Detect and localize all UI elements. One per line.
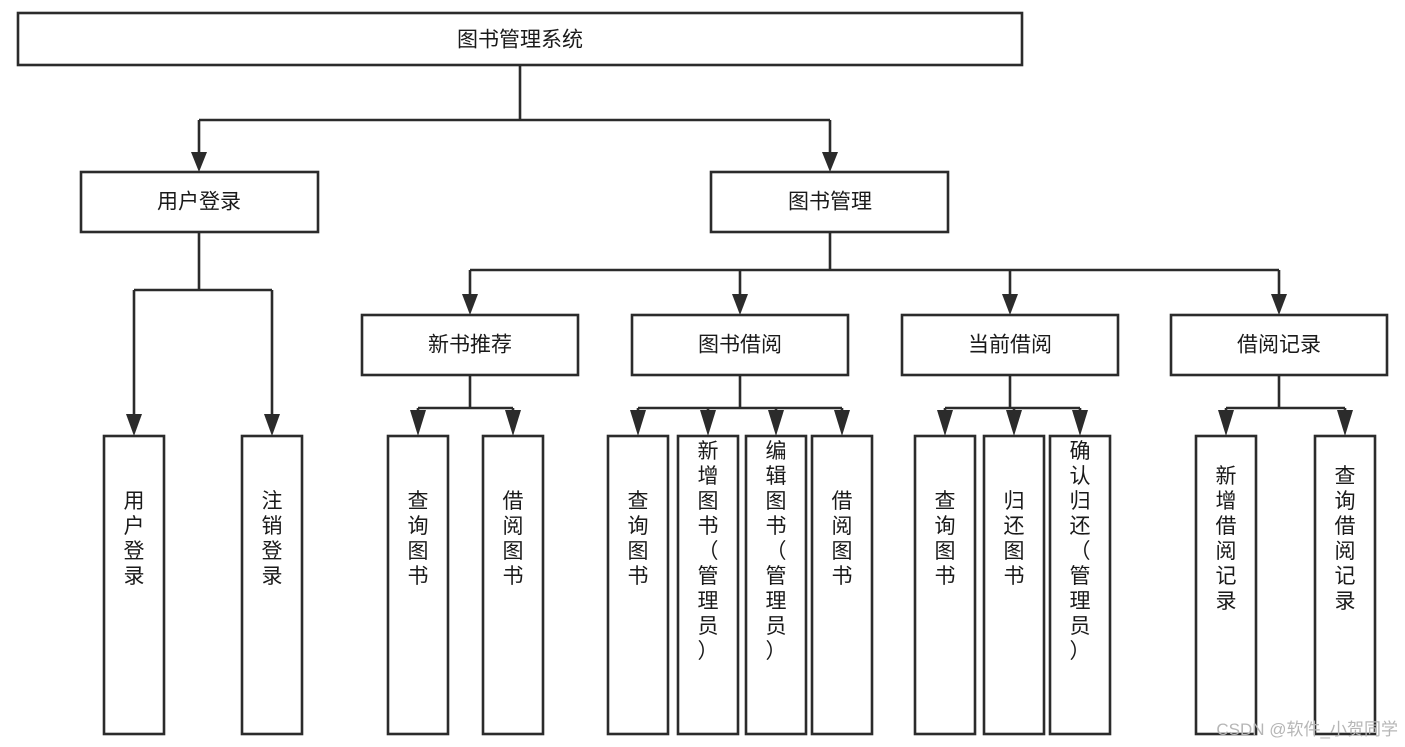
node-new-book-recommend-box[interactable] bbox=[360, 313, 580, 377]
leaf-bb-edit-book-label: 编辑图书（管理员） bbox=[766, 440, 787, 663]
node-root[interactable]: 图书管理系统 bbox=[16, 11, 1024, 67]
watermark-label: CSDN @软件_小贺同学 bbox=[1216, 720, 1398, 739]
arrow-leaf-logout bbox=[264, 414, 280, 436]
leaf-bb-query-book[interactable]: 查询图书 bbox=[606, 434, 670, 736]
arrow-cb-leaf-3 bbox=[1072, 410, 1088, 436]
leaf-bb-query-book-label: 查询图书 bbox=[628, 490, 649, 588]
leaf-nb-borrow-book-box[interactable] bbox=[481, 434, 545, 736]
node-book-management-label: 图书管理 bbox=[788, 191, 872, 214]
arrow-borrow-record bbox=[1271, 294, 1287, 315]
leaf-bb-add-book-label: 新增图书（管理员） bbox=[698, 440, 719, 663]
connector-layer bbox=[126, 65, 1353, 436]
node-current-borrow-label: 当前借阅 bbox=[968, 334, 1052, 357]
node-user-login-box[interactable] bbox=[79, 170, 320, 234]
node-borrow-record-box[interactable] bbox=[1169, 313, 1389, 377]
arrow-cb-leaf-2 bbox=[1006, 410, 1022, 436]
arrow-bb-leaf-3 bbox=[768, 410, 784, 436]
arrow-bb-leaf-1 bbox=[630, 410, 646, 436]
arrow-bb-leaf-4 bbox=[834, 410, 850, 436]
arrow-leaf-user-login bbox=[126, 414, 142, 436]
leaf-br-add-record-label: 新增借阅记录 bbox=[1216, 465, 1237, 613]
leaf-logout[interactable]: 注销登录 bbox=[240, 434, 304, 736]
leaf-cb-return-book[interactable]: 归还图书 bbox=[982, 434, 1046, 736]
node-book-borrow-label: 图书借阅 bbox=[698, 334, 782, 357]
leaf-bb-borrow-book-label: 借阅图书 bbox=[832, 490, 853, 588]
leaf-bb-edit-book[interactable]: 编辑图书（管理员） bbox=[744, 434, 808, 736]
leaf-cb-confirm-return[interactable]: 确认归还（管理员） bbox=[1048, 434, 1112, 736]
leaf-cb-return-book-box[interactable] bbox=[982, 434, 1046, 736]
node-borrow-record-label: 借阅记录 bbox=[1237, 334, 1321, 357]
leaf-br-add-record-box[interactable] bbox=[1194, 434, 1258, 736]
leaf-logout-label: 注销登录 bbox=[262, 490, 283, 588]
node-book-borrow[interactable]: 图书借阅 bbox=[630, 313, 850, 377]
leaf-br-query-record-label: 查询借阅记录 bbox=[1335, 465, 1356, 613]
leaf-bb-borrow-book-box[interactable] bbox=[810, 434, 874, 736]
leaf-cb-query-book-label: 查询图书 bbox=[935, 490, 956, 588]
arrow-book-borrow bbox=[732, 294, 748, 315]
leaf-br-add-record[interactable]: 新增借阅记录 bbox=[1194, 434, 1258, 736]
arrow-bb-leaf-2 bbox=[700, 410, 716, 436]
arrow-new-book bbox=[462, 294, 478, 315]
leaf-logout-box[interactable] bbox=[240, 434, 304, 736]
leaf-bb-edit-book-box[interactable] bbox=[744, 434, 808, 736]
leaf-cb-return-book-label: 归还图书 bbox=[1004, 490, 1025, 588]
leaf-nb-borrow-book[interactable]: 借阅图书 bbox=[481, 434, 545, 736]
leaf-bb-add-book-box[interactable] bbox=[676, 434, 740, 736]
arrow-book-mgmt bbox=[822, 152, 838, 172]
leaf-bb-query-book-box[interactable] bbox=[606, 434, 670, 736]
leaf-cb-query-book-box[interactable] bbox=[913, 434, 977, 736]
leaf-cb-query-book[interactable]: 查询图书 bbox=[913, 434, 977, 736]
node-new-book-recommend-label: 新书推荐 bbox=[428, 334, 512, 357]
node-current-borrow-box[interactable] bbox=[900, 313, 1120, 377]
leaf-user-login-box[interactable] bbox=[102, 434, 166, 736]
node-book-management-box[interactable] bbox=[709, 170, 950, 234]
leaf-bb-borrow-book[interactable]: 借阅图书 bbox=[810, 434, 874, 736]
node-new-book-recommend[interactable]: 新书推荐 bbox=[360, 313, 580, 377]
node-current-borrow[interactable]: 当前借阅 bbox=[900, 313, 1120, 377]
arrow-br-leaf-1 bbox=[1218, 410, 1234, 436]
arrow-br-leaf-2 bbox=[1337, 410, 1353, 436]
leaf-user-login[interactable]: 用户登录 bbox=[102, 434, 166, 736]
leaf-br-query-record[interactable]: 查询借阅记录 bbox=[1313, 434, 1377, 736]
leaf-nb-borrow-book-label: 借阅图书 bbox=[503, 490, 524, 588]
arrow-current-borrow bbox=[1002, 294, 1018, 315]
node-borrow-record[interactable]: 借阅记录 bbox=[1169, 313, 1389, 377]
arrow-user-login bbox=[191, 152, 207, 172]
node-user-login-label: 用户登录 bbox=[157, 191, 241, 214]
node-book-management[interactable]: 图书管理 bbox=[709, 170, 950, 234]
leaf-br-query-record-box[interactable] bbox=[1313, 434, 1377, 736]
leaf-bb-add-book[interactable]: 新增图书（管理员） bbox=[676, 434, 740, 736]
node-root-label: 图书管理系统 bbox=[457, 29, 583, 52]
arrow-cb-leaf-1 bbox=[937, 410, 953, 436]
node-book-borrow-box[interactable] bbox=[630, 313, 850, 377]
arrow-nb-leaf-2 bbox=[505, 410, 521, 436]
node-user-login[interactable]: 用户登录 bbox=[79, 170, 320, 234]
leaf-nb-query-book-box[interactable] bbox=[386, 434, 450, 736]
leaf-cb-confirm-return-box[interactable] bbox=[1048, 434, 1112, 736]
leaf-nb-query-book[interactable]: 查询图书 bbox=[386, 434, 450, 736]
node-root-box[interactable] bbox=[16, 11, 1024, 67]
leaf-nb-query-book-label: 查询图书 bbox=[408, 490, 429, 588]
leaf-cb-confirm-return-label: 确认归还（管理员） bbox=[1070, 440, 1091, 663]
leaf-user-login-label: 用户登录 bbox=[124, 490, 145, 588]
arrow-nb-leaf-1 bbox=[410, 410, 426, 436]
